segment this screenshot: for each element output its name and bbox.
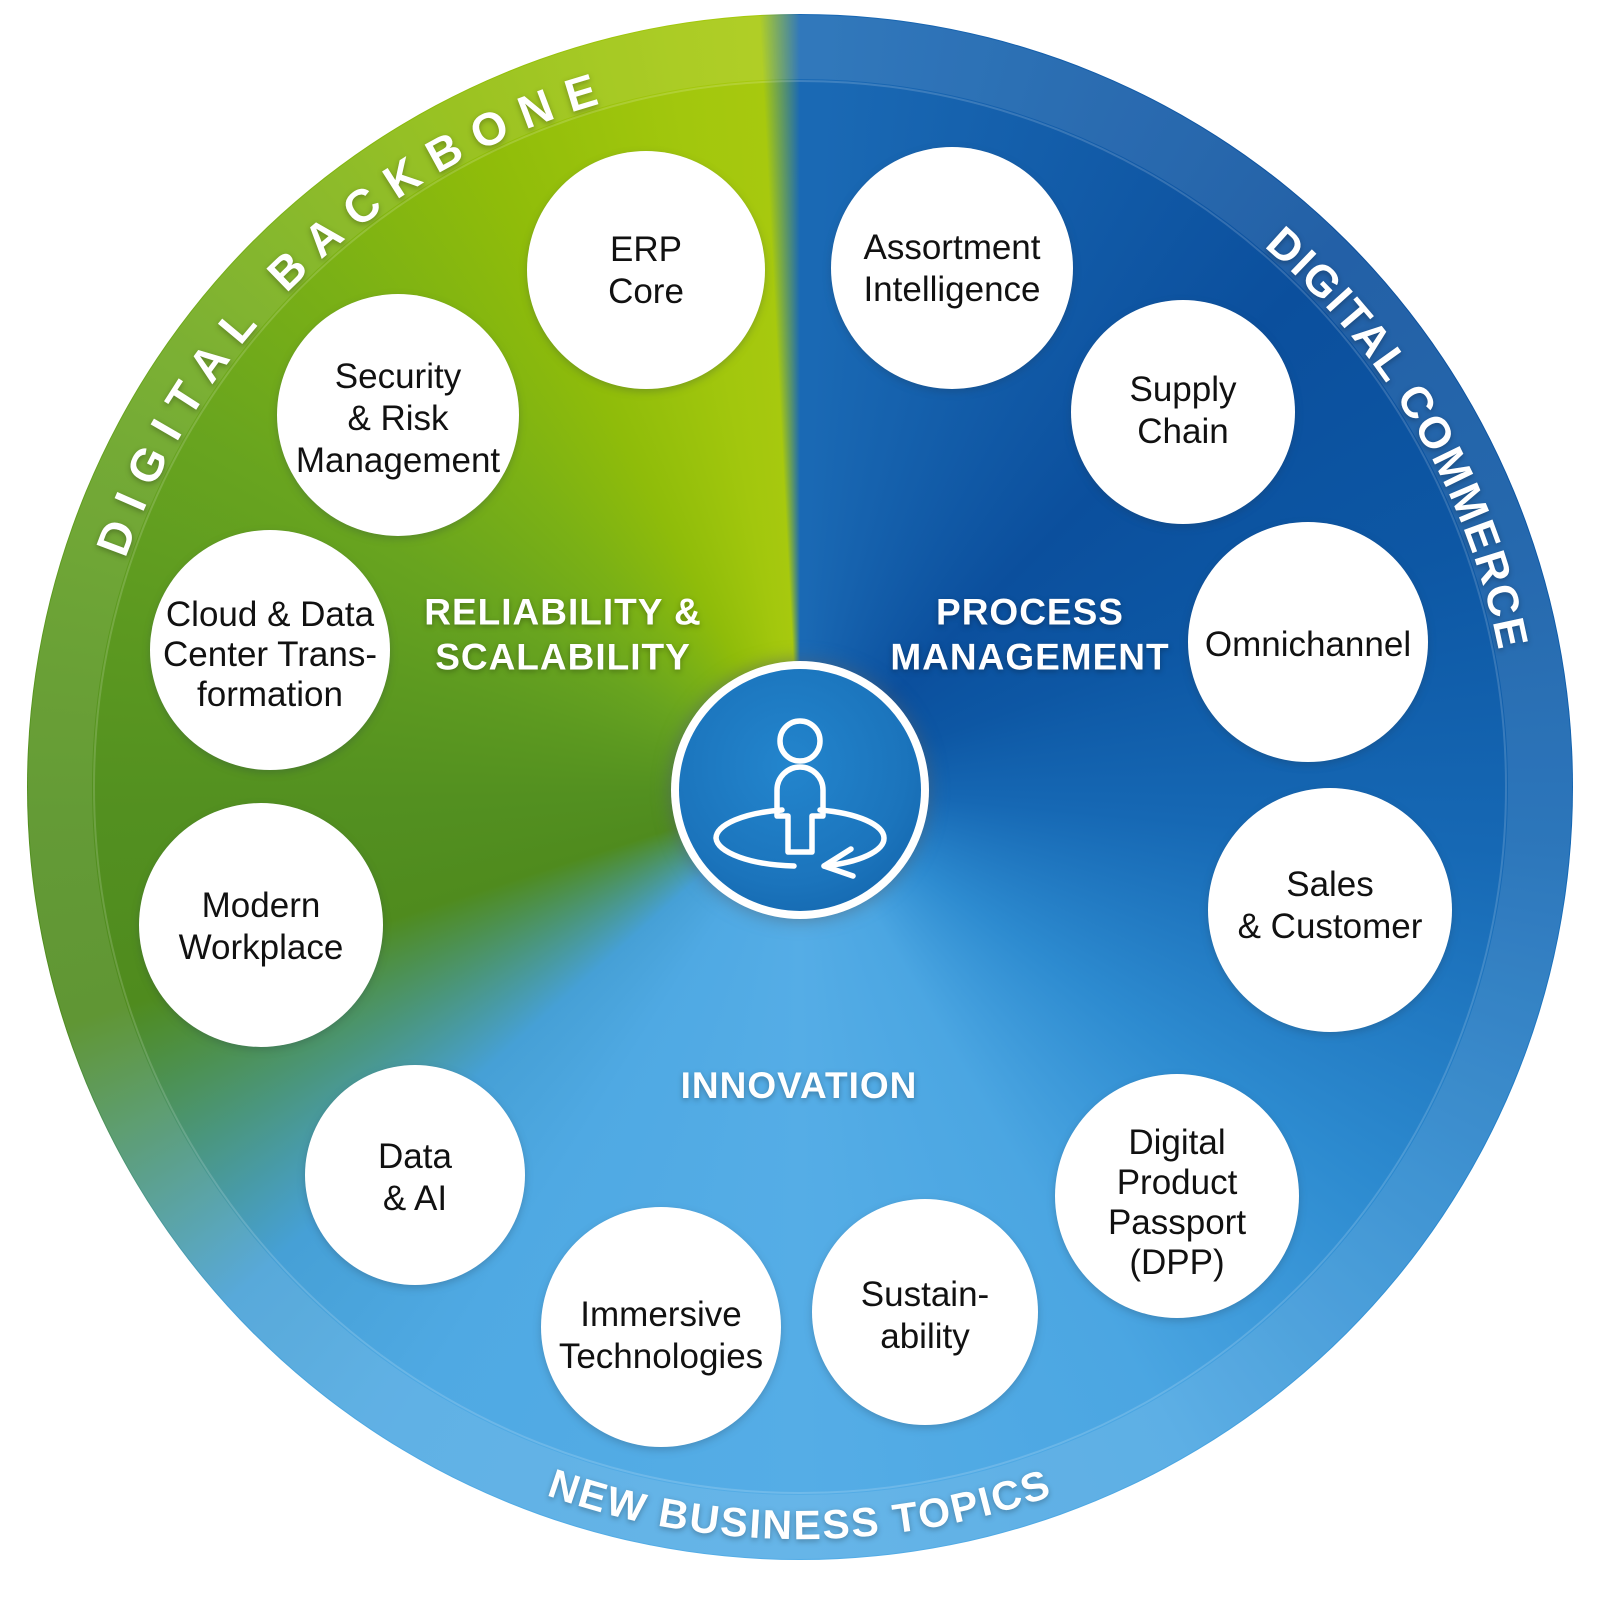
topic-bubble: [1188, 522, 1428, 762]
center-hub: [671, 661, 929, 919]
topic-bubble: [541, 1207, 781, 1447]
topic-data-ai: Data& AI: [305, 1065, 525, 1285]
topic-label: Sales& Customer: [1238, 865, 1423, 946]
person-360-rotation-icon: [713, 718, 887, 879]
topic-bubble: [150, 530, 390, 770]
topic-sales-customer: Sales& Customer: [1208, 788, 1452, 1032]
hub-blue-disk: [679, 669, 921, 911]
topic-bubble: [812, 1199, 1038, 1425]
topic-label: Data& AI: [378, 1137, 452, 1218]
topic-bubble: [1055, 1074, 1299, 1318]
topic-omnichannel: Omnichannel: [1188, 522, 1428, 762]
topic-bubble: [1208, 788, 1452, 1032]
sector-label-reliability-scalability: RELIABILITY &SCALABILITY: [424, 591, 702, 677]
topic-bubble: [277, 294, 519, 536]
topic-label: Omnichannel: [1205, 625, 1411, 664]
inner-disk-step: [93, 80, 1507, 1494]
topic-bubble: [1071, 300, 1295, 524]
topic-bubble: [527, 151, 765, 389]
topic-bubble: [831, 147, 1073, 389]
topic-bubble: [139, 803, 383, 1047]
topic-sustainability: Sustain-ability: [812, 1199, 1038, 1425]
sector-label-innovation: INNOVATION: [681, 1065, 918, 1106]
topic-bubble: [305, 1065, 525, 1285]
outer-band-gloss: [28, 15, 1572, 1559]
topic-label: Sustain-ability: [861, 1275, 989, 1356]
